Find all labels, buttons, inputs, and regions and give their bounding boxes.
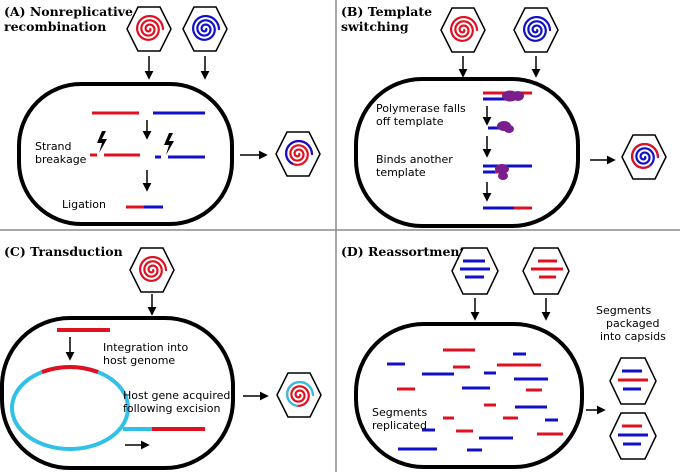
label-breakage: breakage (35, 153, 87, 166)
label-polymerase-falls: Polymerase falls (376, 102, 466, 115)
virus-blue-segmented (451, 247, 499, 295)
virus-blue-genome (513, 7, 559, 53)
panel-a: (A) Nonreplicative recombination Strand … (4, 4, 321, 226)
panel-b: (B) Template switching Polymerase falls … (341, 4, 667, 228)
label-integration: Integration into (103, 341, 188, 354)
host-cell (354, 322, 584, 469)
label-segments-packaged: Segments (596, 304, 652, 317)
polymerase (498, 172, 508, 180)
virus-red-segmented (522, 247, 570, 295)
label-strand: Strand (35, 140, 72, 153)
panel-c: (C) Transduction Integration into host g… (0, 244, 322, 470)
label-template: template (376, 166, 426, 179)
polymerase (495, 164, 509, 174)
label-packaged: packaged (606, 317, 659, 330)
label-host-gene: Host gene acquired (123, 389, 230, 402)
panel-a-title-line1: (A) Nonreplicative (4, 4, 133, 19)
panel-d: (D) Reassortment Segments packaged into … (341, 244, 666, 469)
integrated-red-segment (41, 365, 99, 374)
recombinant-virus (621, 134, 667, 180)
virus-red-genome (129, 247, 175, 293)
virus-red-genome (440, 7, 486, 53)
label-into-capsids: into capsids (600, 330, 666, 343)
virus-red-genome (126, 6, 172, 52)
label-replicated: replicated (372, 419, 427, 432)
panel-b-title-line1: (B) Template (341, 4, 432, 19)
label-binds-another: Binds another (376, 153, 453, 166)
lightning-icon (97, 131, 107, 153)
reassortant-virus (609, 357, 657, 405)
lightning-icon (164, 133, 174, 155)
label-following-excision: following excision (123, 402, 220, 415)
reassortant-virus (609, 412, 657, 460)
panel-c-title: (C) Transduction (4, 244, 123, 259)
transducing-virus (276, 372, 322, 418)
virus-blue-genome (182, 6, 228, 52)
recombinant-virus (275, 131, 321, 177)
label-ligation: Ligation (62, 198, 106, 211)
host-cell (354, 77, 580, 228)
panel-b-title-line2: switching (341, 19, 409, 34)
panel-a-title-line2: recombination (4, 19, 106, 34)
label-off-template: off template (376, 115, 444, 128)
label-segments-replicated: Segments (372, 406, 428, 419)
replicated-segments (387, 348, 563, 452)
polymerase (504, 125, 514, 133)
polymerase (512, 91, 524, 101)
panel-d-title: (D) Reassortment (341, 244, 465, 259)
label-host-genome: host genome (103, 354, 175, 367)
